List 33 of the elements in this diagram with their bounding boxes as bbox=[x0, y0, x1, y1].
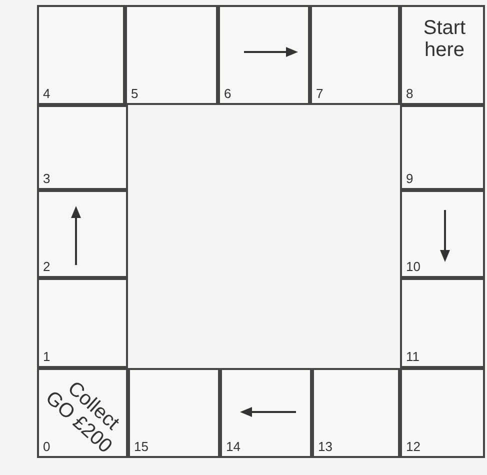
board-square bbox=[218, 5, 310, 105]
board-square bbox=[37, 5, 125, 105]
square-number: 2 bbox=[43, 260, 50, 274]
square-number: 12 bbox=[406, 440, 420, 454]
board-square bbox=[220, 368, 312, 458]
board-square bbox=[400, 368, 485, 458]
square-number: 8 bbox=[406, 87, 414, 101]
square-number: 5 bbox=[131, 87, 138, 101]
board-square bbox=[400, 5, 485, 105]
board-square bbox=[312, 368, 400, 458]
board-square bbox=[37, 105, 128, 190]
square-number: 1 bbox=[43, 350, 50, 364]
square-number: 7 bbox=[316, 87, 324, 101]
board-square bbox=[400, 190, 485, 278]
board-square bbox=[400, 278, 485, 368]
square-number: 9 bbox=[406, 172, 414, 186]
square-number: 10 bbox=[406, 260, 420, 274]
board-square bbox=[310, 5, 400, 105]
square-number: 15 bbox=[134, 440, 148, 454]
board-square bbox=[128, 368, 220, 458]
square-number: 0 bbox=[43, 440, 50, 454]
board-square bbox=[37, 278, 128, 368]
square-number: 4 bbox=[43, 87, 50, 101]
square-number: 14 bbox=[226, 440, 240, 454]
square-number: 13 bbox=[318, 440, 332, 454]
board-square bbox=[37, 190, 128, 278]
square-number: 6 bbox=[224, 87, 232, 101]
board-square bbox=[37, 368, 128, 458]
square-number: 11 bbox=[406, 350, 420, 364]
board-square bbox=[125, 5, 218, 105]
board-square bbox=[400, 105, 485, 190]
square-number: 3 bbox=[43, 172, 50, 186]
square-text: Start here bbox=[422, 17, 467, 61]
